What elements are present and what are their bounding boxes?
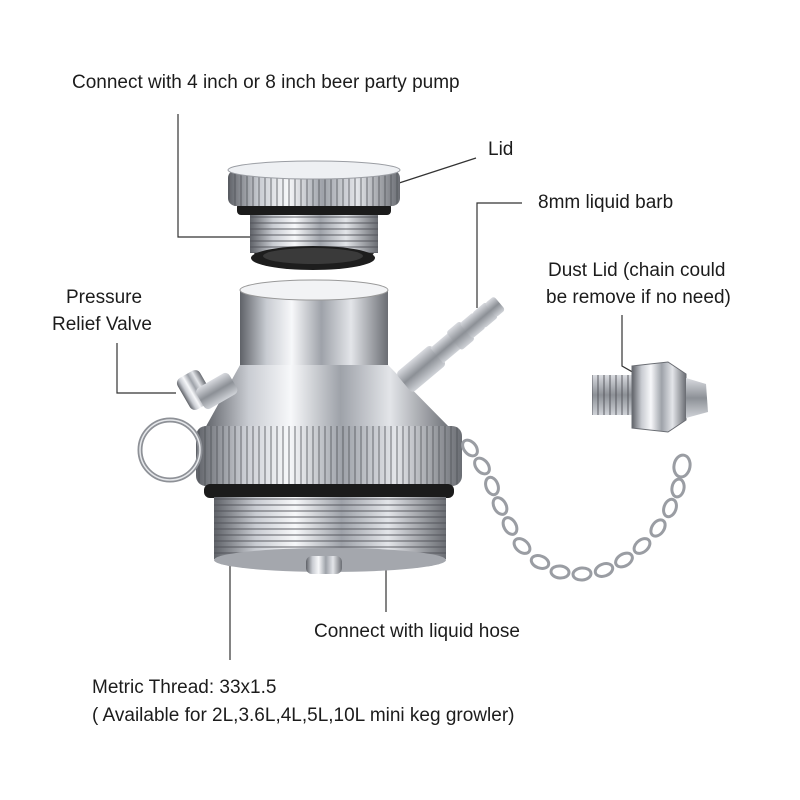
leader-hose [334, 566, 387, 612]
label-pressure-line1: Pressure [66, 287, 143, 308]
leader-lid [395, 157, 477, 185]
leader-pressure [116, 343, 176, 394]
leader-pump [177, 114, 262, 238]
liquid-barb [397, 297, 505, 392]
label-thread-line1: Metric Thread: 33x1.5 [92, 677, 277, 698]
dust-lid [592, 361, 708, 433]
label-dust-lid-line1: Dust Lid (chain could [548, 260, 726, 281]
label-lid: Lid [488, 139, 514, 160]
leader-barb [476, 202, 522, 308]
pressure-relief-valve [137, 370, 238, 483]
label-dust-lid-line2: be remove if no need) [546, 287, 731, 308]
label-hose: Connect with liquid hose [314, 621, 520, 642]
lid [227, 160, 401, 270]
label-pressure-line2: Relief Valve [52, 314, 152, 335]
label-pump: Connect with 4 inch or 8 inch beer party… [72, 72, 460, 93]
label-barb: 8mm liquid barb [538, 192, 674, 213]
label-thread-line2: ( Available for 2L,3.6L,4L,5L,10L mini k… [92, 705, 515, 726]
dispenser-body [196, 279, 462, 574]
body-oring [204, 484, 454, 498]
chain [461, 438, 692, 582]
